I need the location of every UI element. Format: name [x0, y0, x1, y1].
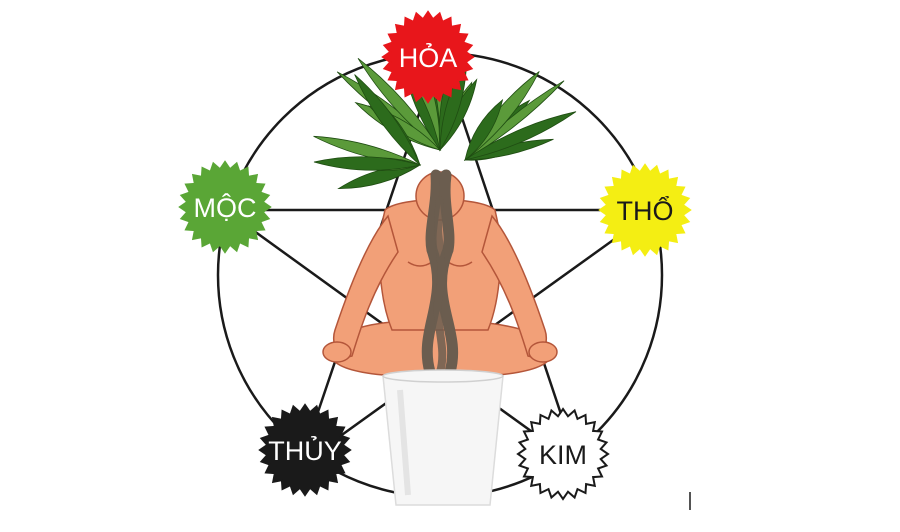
badge-thuy: THỦY [260, 405, 350, 495]
badge-moc: MỘC [180, 162, 270, 252]
moc-label: MỘC [194, 192, 257, 223]
hoa-label: HỎA [399, 41, 458, 73]
badge-tho: THỔ [600, 165, 690, 255]
thuy-label: THỦY [268, 434, 342, 466]
kim-label: KIM [539, 440, 587, 470]
badge-kim: KIM [518, 409, 608, 499]
tho-label: THỔ [617, 195, 674, 226]
badge-hoa: HỎA [383, 12, 473, 102]
white-pot [383, 370, 503, 505]
